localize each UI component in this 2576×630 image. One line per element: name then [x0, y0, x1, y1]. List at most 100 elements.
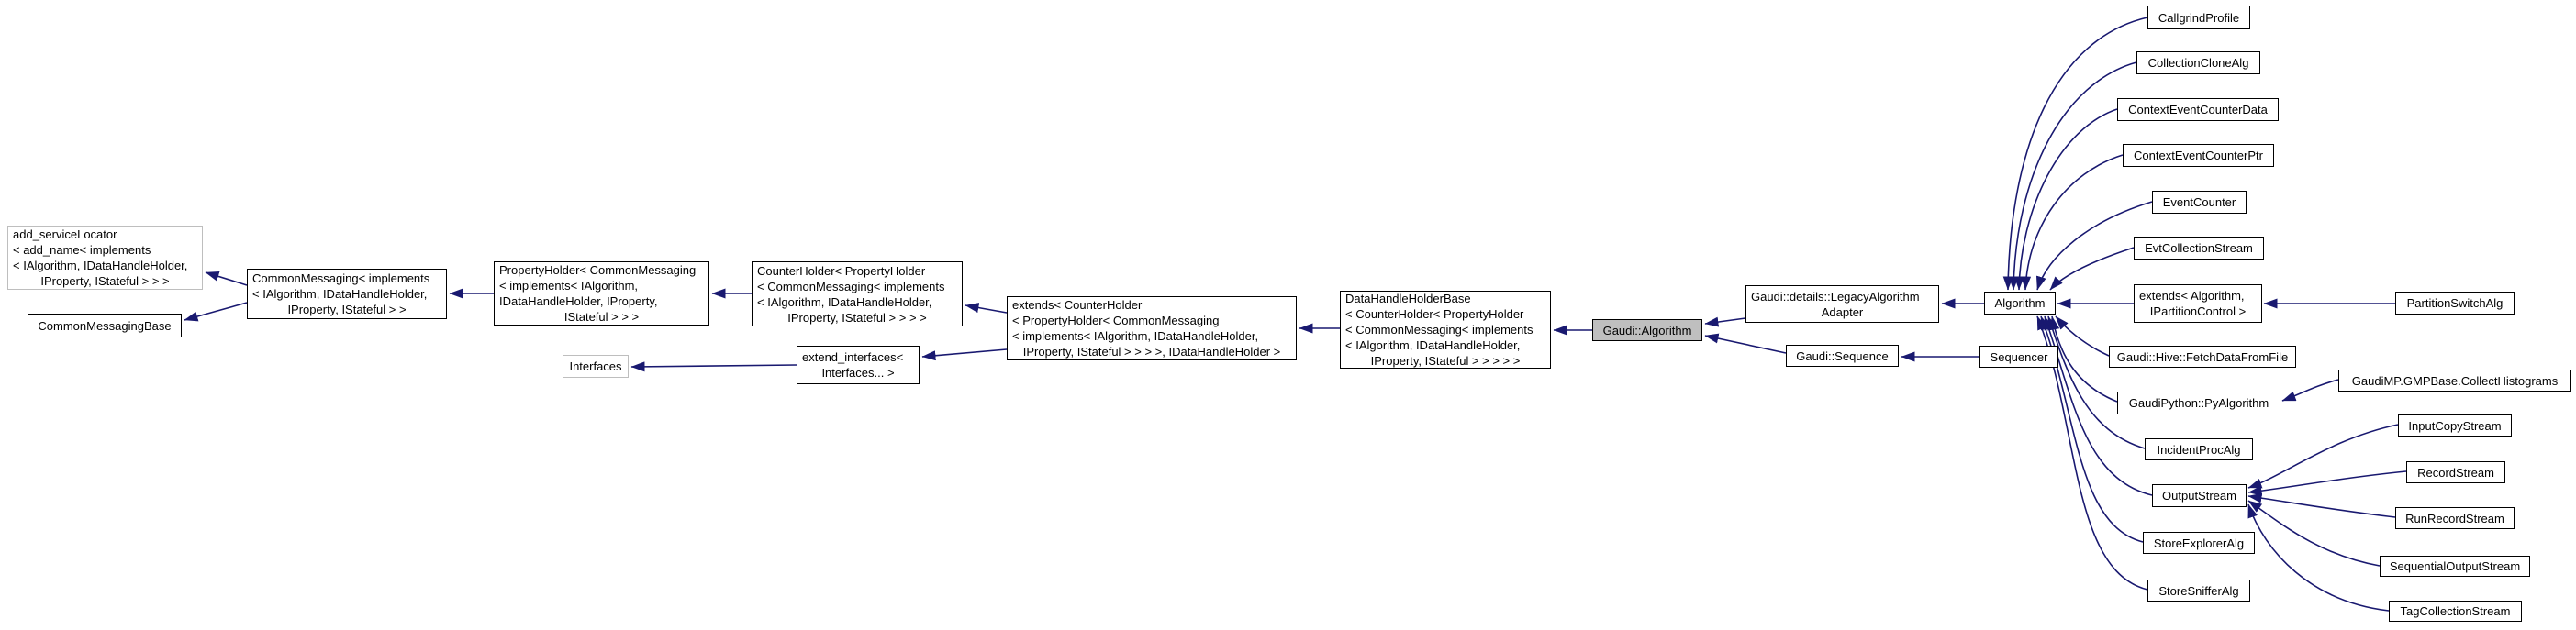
node-collectionclonealg[interactable]: CollectionCloneAlg — [2136, 51, 2260, 74]
node-label-line: Interfaces — [569, 359, 622, 373]
node-label-line: PartitionSwitchAlg — [2406, 296, 2504, 310]
node-label-line: CounterHolder< PropertyHolder — [757, 263, 926, 278]
node-gaudipython-pyalgorithm[interactable]: GaudiPython::PyAlgorithm — [2117, 392, 2280, 414]
node-partitionswitchalg[interactable]: PartitionSwitchAlg — [2395, 292, 2515, 315]
node-label-line: Interfaces... > — [821, 366, 895, 380]
edge-commonmessaging-to-commonmessagingbase — [184, 302, 248, 322]
edge-runrecordstream-to-outputstream — [2247, 492, 2396, 518]
node-label-line: Adapter — [1821, 304, 1864, 319]
node-label-line: CollectionCloneAlg — [2147, 56, 2249, 70]
node-callgrindprofile[interactable]: CallgrindProfile — [2147, 6, 2250, 29]
node-label-line: StoreSnifferAlg — [2158, 583, 2239, 598]
node-label-line: IProperty, IStateful > > > — [40, 274, 170, 288]
node-gaudi-sequence[interactable]: Gaudi::Sequence — [1786, 345, 1899, 367]
node-label-line: IProperty, IStateful > > > >, IDataHandl… — [1022, 345, 1281, 359]
node-label-line: OutputStream — [2162, 489, 2236, 503]
node-label-line: RecordStream — [2417, 465, 2494, 480]
node-label-line: Gaudi::details::LegacyAlgorithm — [1751, 289, 1920, 304]
node-eventcounter[interactable]: EventCounter — [2152, 191, 2247, 214]
node-label-line: IDataHandleHolder, IProperty, — [499, 294, 658, 308]
node-label-line: GaudiPython::PyAlgorithm — [2128, 396, 2269, 410]
node-label-line: CommonMessagingBase — [38, 318, 172, 333]
node-label-line: CallgrindProfile — [2158, 10, 2240, 25]
node-sequentialoutputstream[interactable]: SequentialOutputStream — [2380, 556, 2530, 577]
node-storeexploreralg[interactable]: StoreExplorerAlg — [2143, 532, 2255, 554]
node-label-line: IPartitionControl > — [2149, 304, 2247, 318]
node-label-line: GaudiMP.GMPBase.CollectHistograms — [2351, 373, 2559, 388]
node-label-line: RunRecordStream — [2405, 511, 2504, 525]
node-propertyholder[interactable]: PropertyHolder< CommonMessaging < impleme… — [494, 261, 709, 326]
node-label-line: extend_interfaces< — [802, 350, 904, 364]
edge-inputcopystream-to-outputstream — [2247, 424, 2399, 489]
node-storesnifferalg[interactable]: StoreSnifferAlg — [2147, 580, 2250, 602]
node-label-line: < CommonMessaging< implements — [1345, 323, 1533, 337]
node-sequencer[interactable]: Sequencer — [1979, 346, 2058, 368]
node-collecthistograms[interactable]: GaudiMP.GMPBase.CollectHistograms — [2338, 370, 2571, 392]
edge-sequentialoutputstream-to-outputstream — [2247, 500, 2381, 567]
node-label-line: IProperty, IStateful > > — [287, 303, 407, 316]
node-fetchdatafromfile[interactable]: Gaudi::Hive::FetchDataFromFile — [2109, 346, 2296, 368]
node-algorithm[interactable]: Algorithm — [1984, 292, 2056, 315]
node-counterholder[interactable]: CounterHolder< PropertyHolder< CommonMes… — [752, 261, 963, 326]
node-incidentprocalg[interactable]: IncidentProcAlg — [2145, 438, 2253, 460]
node-label-line: < IAlgorithm, IDataHandleHolder, — [13, 259, 188, 272]
node-extend-interfaces[interactable]: extend_interfaces< Interfaces... > — [797, 346, 920, 384]
node-label-line: < add_name< implements — [13, 243, 151, 257]
node-label-line: PropertyHolder< CommonMessaging — [499, 263, 697, 277]
node-label-line: SequentialOutputStream — [2389, 559, 2521, 573]
node-label-line: TagCollectionStream — [2400, 604, 2511, 618]
node-label-line: < PropertyHolder< CommonMessaging — [1012, 314, 1220, 327]
edge-extend-interfaces-to-interfaces — [630, 361, 797, 372]
node-label-line: IProperty, IStateful > > > > > — [1370, 354, 1521, 368]
node-label-line: CommonMessaging< implements — [252, 271, 430, 285]
node-label-line: add_serviceLocator — [13, 227, 117, 241]
edge-gaudi-sequence-to-gaudi-algorithm — [1704, 333, 1787, 354]
edge-tagcollectionstream-to-outputstream — [2247, 503, 2390, 612]
node-commonmessagingbase[interactable]: CommonMessagingBase — [28, 314, 182, 337]
edge-extends-counterholder-to-counterholder — [965, 303, 1008, 314]
node-contexteventcounterptr[interactable]: ContextEventCounterPtr — [2123, 144, 2274, 167]
node-inputcopystream[interactable]: InputCopyStream — [2398, 414, 2512, 437]
node-evtcollectionstream[interactable]: EvtCollectionStream — [2134, 237, 2264, 260]
node-label-line: Sequencer — [1990, 349, 2048, 364]
node-label-line: EvtCollectionStream — [2145, 241, 2253, 255]
node-gaudi-algorithm[interactable]: Gaudi::Algorithm — [1592, 319, 1702, 341]
node-extends-counterholder[interactable]: extends< CounterHolder < PropertyHolder< … — [1007, 296, 1297, 360]
node-label-line: IStateful > > > — [563, 310, 640, 324]
node-label-line: extends< Algorithm, — [2139, 289, 2245, 303]
node-outputstream[interactable]: OutputStream — [2152, 484, 2247, 507]
node-label-line: extends< CounterHolder — [1012, 298, 1143, 312]
node-label-line: InputCopyStream — [2408, 418, 2502, 433]
node-label-line: < CommonMessaging< implements — [757, 279, 945, 293]
node-datahandleholderbase[interactable]: DataHandleHolderBase < CounterHolder< Pro… — [1340, 291, 1551, 369]
edge-incidentprocalg-to-algorithm — [2047, 315, 2146, 449]
node-add-servicelocator: add_serviceLocator < add_name< implements… — [7, 226, 203, 290]
edge-legacy-algorithm-adapter-to-gaudi-algorithm — [1704, 316, 1746, 327]
node-tagcollectionstream[interactable]: TagCollectionStream — [2389, 601, 2522, 622]
node-label-line: ContextEventCounterPtr — [2134, 149, 2263, 162]
node-commonmessaging[interactable]: CommonMessaging< implements < IAlgorithm,… — [247, 269, 447, 319]
node-recordstream[interactable]: RecordStream — [2406, 461, 2505, 483]
node-extends-algorithm[interactable]: extends< Algorithm,IPartitionControl > — [2134, 284, 2262, 323]
edge-collectionclonealg-to-algorithm — [2008, 61, 2137, 291]
node-label-line: ContextEventCounterData — [2128, 103, 2268, 116]
node-label-line: < CounterHolder< PropertyHolder — [1345, 307, 1524, 321]
node-label-line: DataHandleHolderBase — [1345, 292, 1471, 305]
edge-extends-counterholder-to-extend-interfaces — [921, 348, 1008, 361]
node-label-line: < implements< IAlgorithm, — [499, 279, 639, 293]
node-label-line: < IAlgorithm, IDataHandleHolder, — [252, 287, 428, 301]
node-interfaces: Interfaces — [563, 355, 629, 378]
node-label-line: Algorithm — [1994, 296, 2046, 310]
node-label-line: Gaudi::Sequence — [1796, 348, 1889, 363]
edge-contexteventcounterdata-to-algorithm — [2013, 108, 2118, 291]
edge-gaudipython-pyalgorithm-to-algorithm — [2049, 315, 2118, 403]
node-contexteventcounterdata[interactable]: ContextEventCounterData — [2117, 98, 2279, 121]
node-runrecordstream[interactable]: RunRecordStream — [2395, 507, 2515, 529]
node-label-line: < IAlgorithm, IDataHandleHolder, — [1345, 338, 1521, 352]
node-label-line: IncidentProcAlg — [2157, 442, 2241, 457]
edge-contexteventcounterptr-to-algorithm — [2021, 154, 2124, 291]
node-label-line: EventCounter — [2162, 195, 2236, 209]
node-label-line: IProperty, IStateful > > > > — [787, 310, 927, 325]
